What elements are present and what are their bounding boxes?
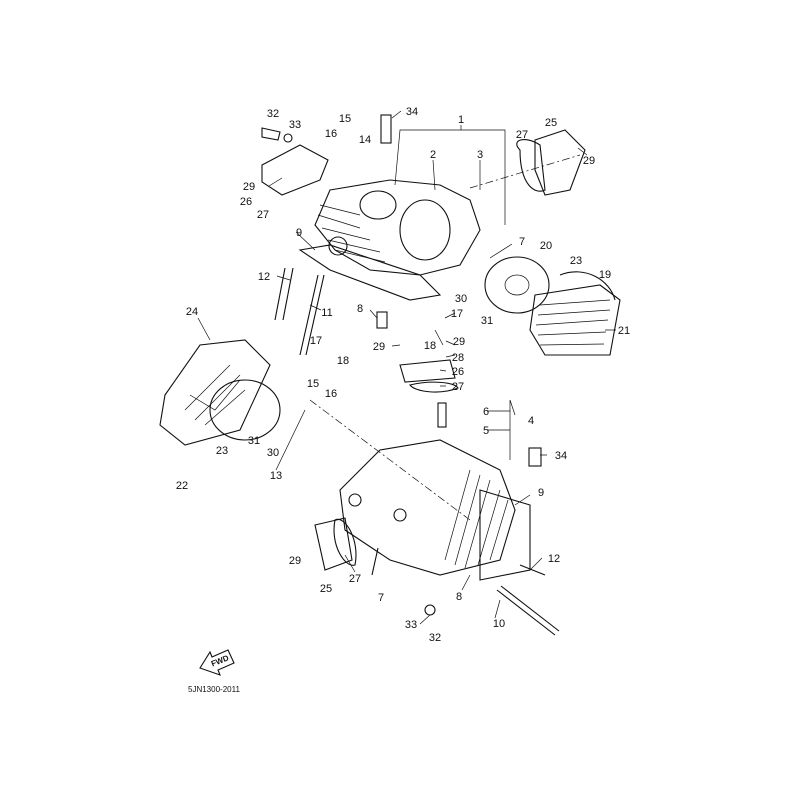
callout: 23 (570, 255, 582, 267)
spark-plug-upper (380, 114, 392, 144)
stud-7-lower (371, 547, 379, 576)
callout: 8 (456, 591, 462, 603)
head-gasket-rear (298, 244, 442, 301)
callout: 15 (339, 113, 351, 125)
callout-labels: 32 33 34 15 16 14 1 2 3 27 25 29 29 26 2… (176, 106, 630, 644)
callout: 7 (378, 592, 384, 604)
rear-cylinder-head (298, 179, 481, 301)
spark-plug-lower (528, 447, 542, 467)
callout: 8 (357, 303, 363, 315)
callout: 27 (452, 381, 464, 393)
plate-20 (484, 256, 550, 314)
callout: 22 (176, 480, 188, 492)
cover-26-mid (399, 359, 456, 383)
leader-lines (197, 110, 616, 625)
callout: 29 (243, 181, 255, 193)
callout: 17 (451, 308, 463, 320)
callout: 4 (528, 415, 534, 427)
callout: 33 (289, 119, 301, 131)
callout: 13 (270, 470, 282, 482)
callout: 15 (307, 378, 319, 390)
callout: 3 (477, 149, 483, 161)
o-ring-23 (209, 379, 281, 441)
callout: 29 (453, 336, 465, 348)
callout: 23 (216, 445, 228, 457)
callout: 34 (406, 106, 418, 118)
cover-25-upper (534, 129, 586, 196)
callout: 20 (540, 240, 552, 252)
callout: 18 (424, 340, 436, 352)
callout: 1 (458, 114, 464, 126)
valve-cover-upper (261, 144, 329, 196)
callout: 32 (267, 108, 279, 120)
dowel-8-upper (376, 311, 388, 329)
callout: 17 (310, 335, 322, 347)
callout: 14 (359, 134, 371, 146)
callout: 12 (548, 553, 560, 565)
callout: 33 (405, 619, 417, 631)
gasket-27-mid (409, 381, 459, 393)
valve-guide-6 (437, 402, 447, 428)
cylinder-19 (529, 271, 621, 356)
callout: 26 (452, 366, 464, 378)
stud-12-upper (274, 267, 294, 321)
callout: 7 (519, 236, 525, 248)
callout: 9 (296, 227, 302, 239)
callout: 18 (337, 355, 349, 367)
stud-11 (299, 274, 325, 356)
callout: 21 (618, 325, 630, 337)
callout: 5 (483, 425, 489, 437)
callout: 30 (267, 447, 279, 459)
callout: 34 (555, 450, 567, 462)
callout: 27 (257, 209, 269, 221)
callout: 29 (289, 555, 301, 567)
callout: 10 (493, 618, 505, 630)
o-ring-27-lower (333, 518, 357, 566)
callout: 16 (325, 388, 337, 400)
callout: 2 (430, 149, 436, 161)
callout: 24 (186, 306, 198, 318)
callout: 31 (481, 315, 493, 327)
fwd-arrow-icon: FWD (199, 649, 235, 676)
callout: 6 (483, 406, 489, 418)
callout: 29 (373, 341, 385, 353)
callout: 25 (545, 117, 557, 129)
callout: 25 (320, 583, 332, 595)
callout: 30 (455, 293, 467, 305)
callout: 26 (240, 196, 252, 208)
o-ring-upper (516, 139, 546, 192)
callout: 29 (583, 155, 595, 167)
front-cylinder-head (339, 439, 531, 581)
callout: 27 (349, 573, 361, 585)
callout: 31 (248, 435, 260, 447)
callout: 19 (599, 269, 611, 281)
stud-12-lower (519, 564, 546, 576)
diagram-code: 5JN1300-2011 (188, 685, 240, 694)
callout: 28 (452, 352, 464, 364)
callout: 16 (325, 128, 337, 140)
callout: 11 (321, 307, 332, 319)
callout: 32 (429, 632, 441, 644)
callout: 12 (258, 271, 270, 283)
stud-10 (496, 585, 560, 636)
callout: 9 (538, 487, 544, 499)
callout: 27 (516, 129, 528, 141)
side-cover-22 (159, 339, 281, 446)
